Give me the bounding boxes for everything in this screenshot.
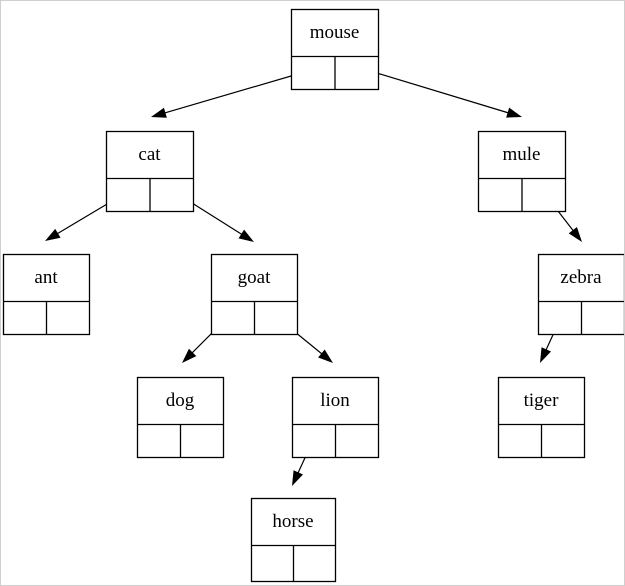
tree-node[interactable]: mouse — [290, 8, 380, 91]
edge-arrowhead — [182, 348, 197, 363]
node-label: zebra — [560, 267, 602, 288]
tree-edge — [151, 68, 316, 118]
node-left-pointer-cell[interactable] — [212, 302, 255, 335]
edge-arrowhead — [506, 107, 522, 118]
node-left-pointer-cell[interactable] — [252, 546, 294, 582]
edge-arrowhead — [318, 349, 333, 363]
tree-node[interactable]: goat — [210, 253, 299, 336]
node-right-pointer-cell[interactable] — [150, 179, 194, 212]
node-left-pointer-cell[interactable] — [292, 57, 336, 90]
node-right-pointer-cell[interactable] — [542, 425, 585, 458]
node-right-pointer-cell[interactable] — [335, 57, 379, 90]
edge-arrowhead — [238, 229, 254, 242]
edge-line — [356, 66, 510, 114]
edge-line — [163, 68, 316, 114]
node-left-pointer-cell[interactable] — [499, 425, 542, 458]
tree-node[interactable]: dog — [136, 376, 225, 459]
node-label: tiger — [524, 390, 559, 411]
node-right-pointer-cell[interactable] — [294, 546, 336, 582]
edge-arrowhead — [540, 347, 551, 363]
node-label: lion — [320, 390, 350, 411]
tree-node[interactable]: zebra — [537, 253, 625, 336]
tree-node[interactable]: mule — [477, 130, 567, 213]
edge-arrowhead — [568, 226, 582, 242]
node-left-pointer-cell[interactable] — [138, 425, 181, 458]
node-label: cat — [138, 144, 161, 165]
tree-node[interactable]: ant — [2, 253, 91, 336]
node-label: mule — [503, 144, 541, 165]
node-right-pointer-cell[interactable] — [47, 302, 90, 335]
node-left-pointer-cell[interactable] — [293, 425, 336, 458]
node-label: dog — [166, 390, 195, 411]
node-label: ant — [34, 267, 58, 288]
node-right-pointer-cell[interactable] — [582, 302, 625, 335]
node-right-pointer-cell[interactable] — [336, 425, 379, 458]
tree-edge — [356, 66, 522, 118]
node-left-pointer-cell[interactable] — [4, 302, 47, 335]
nodes-layer: mouse cat mule ant goat zebra dog lion tiger hors… — [2, 8, 625, 583]
edge-arrowhead — [45, 228, 61, 241]
node-left-pointer-cell[interactable] — [479, 179, 523, 212]
edge-arrowhead — [292, 470, 303, 486]
tree-node[interactable]: cat — [105, 130, 195, 213]
node-left-pointer-cell[interactable] — [107, 179, 151, 212]
tree-node[interactable]: lion — [291, 376, 380, 459]
tree-node[interactable]: horse — [250, 497, 337, 583]
node-label: goat — [238, 267, 271, 288]
node-right-pointer-cell[interactable] — [522, 179, 566, 212]
edge-arrowhead — [151, 107, 167, 118]
node-label: horse — [272, 511, 313, 532]
node-label: mouse — [310, 22, 360, 43]
node-left-pointer-cell[interactable] — [539, 302, 582, 335]
node-right-pointer-cell[interactable] — [255, 302, 298, 335]
tree-node[interactable]: tiger — [497, 376, 586, 459]
node-right-pointer-cell[interactable] — [181, 425, 224, 458]
